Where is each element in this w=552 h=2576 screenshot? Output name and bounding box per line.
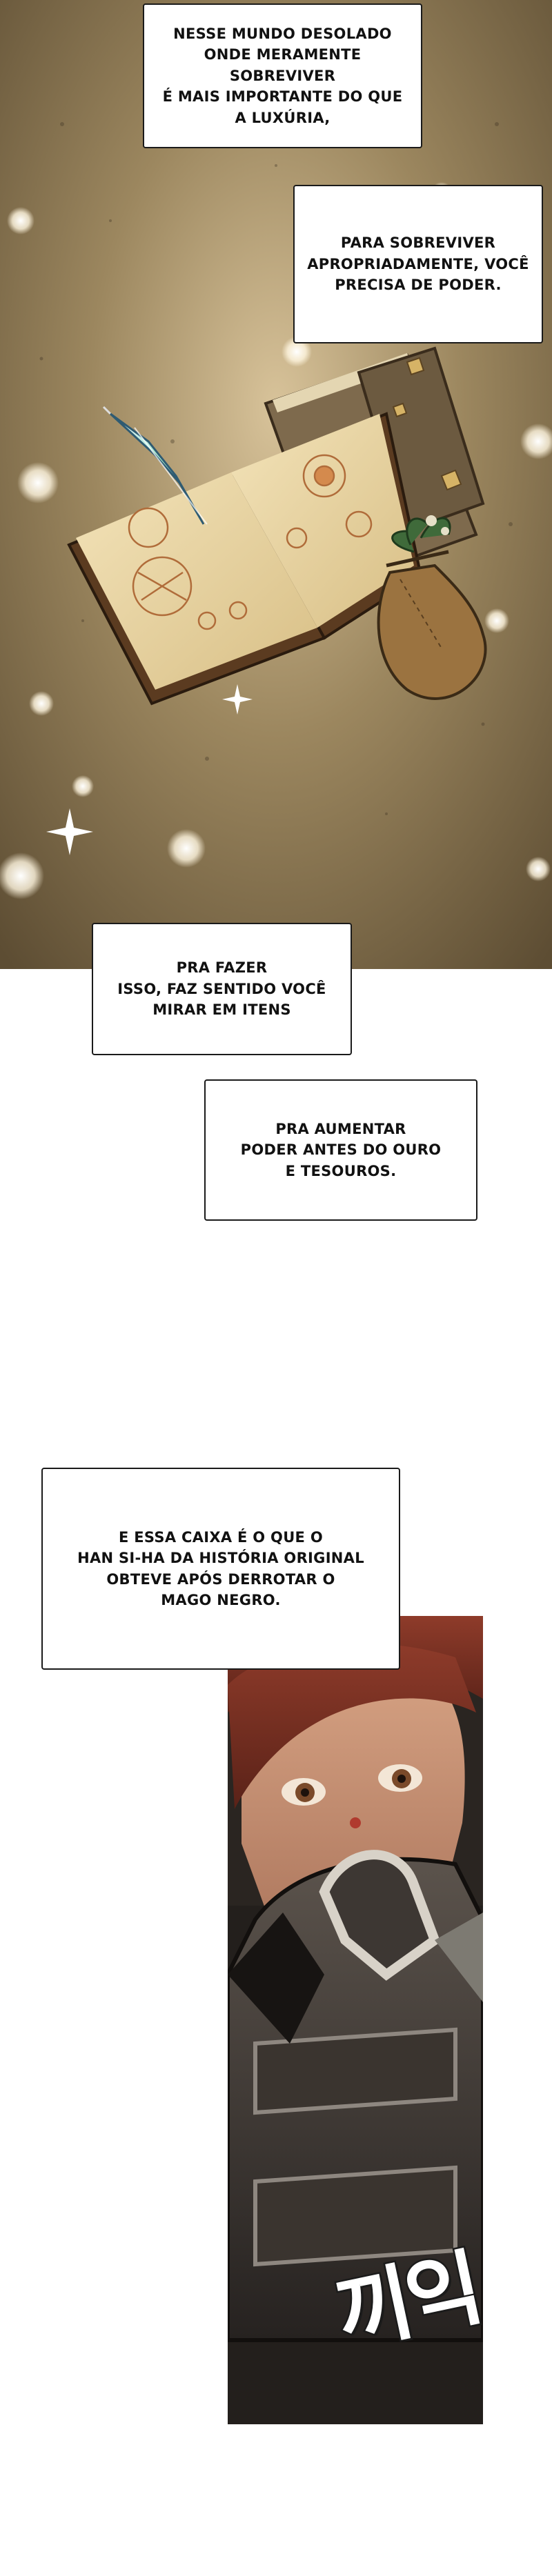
pouch-with-plant (377, 515, 487, 700)
magic-book-illustration (0, 0, 552, 969)
caption-box-origin: E ESSA CAIXA É O QUE O HAN SI-HA DA HIST… (41, 1468, 400, 1670)
open-spell-book (67, 412, 423, 706)
caption-desolate-world: NESSE MUNDO DESOLADO ONDE MERAMENTE SOBR… (143, 3, 422, 148)
crystal-pendant (102, 406, 208, 525)
eyes (282, 1764, 422, 1806)
caption-increase-power: PRA AUMENTAR PODER ANTES DO OURO E TESOU… (204, 1079, 477, 1221)
panel-magic-book: NESSE MUNDO DESOLADO ONDE MERAMENTE SOBR… (0, 0, 552, 969)
panel-boy-with-box (228, 1616, 483, 2424)
caption-aim-items: PRA FAZER ISSO, FAZ SENTIDO VOCÊ MIRAR E… (92, 923, 352, 1055)
treasure-box (228, 1850, 483, 2342)
boy-opening-box-illustration (228, 1616, 483, 2424)
caption-need-power: PARA SOBREVIVER APROPRIADAMENTE, VOCÊ PR… (293, 185, 543, 343)
